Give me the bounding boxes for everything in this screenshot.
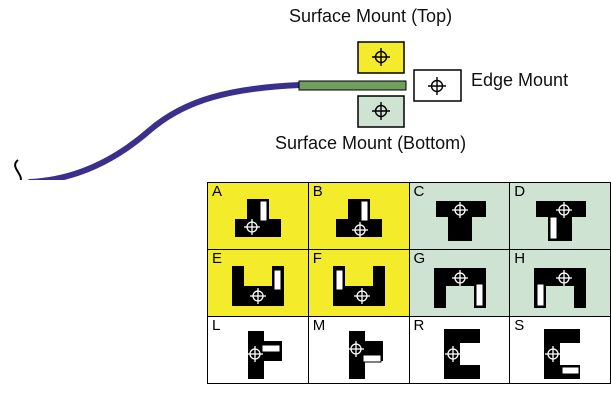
footprint-cell-r: R [408,316,511,384]
footprint-letter: B [312,183,323,200]
surface-mount-bottom-label: Surface Mount (Bottom) [275,133,467,153]
footprint-shape-h [534,268,587,308]
crosshair-icon [545,346,562,362]
footprint-shape-f [332,266,385,306]
footprint-letter: H [514,250,526,267]
grid-row: A B C D [207,182,611,250]
footprint-letter: F [312,250,322,267]
crosshair-icon [556,270,573,286]
footprint-shape-d [536,201,587,241]
top-mount-crosshair-icon [372,48,390,66]
footprint-letter: L [212,317,221,334]
footprint-letter: A [212,183,223,200]
edge-mount-crosshair-icon [428,77,446,95]
footprint-shape-g [433,268,486,308]
crosshair-icon [556,202,573,218]
pcb-board [298,80,407,91]
crosshair-icon [444,346,461,362]
cable-cut-end [14,159,22,180]
footprint-cell-e: E [207,249,309,317]
footprint-shape-c [435,201,486,241]
footprint-shape-l [247,331,282,379]
footprint-cell-c: C [408,182,511,250]
footprint-cell-b: B [307,182,410,250]
footprint-shape-s [544,329,581,379]
footprint-cell-d: D [509,182,611,250]
footprint-cell-s: S [509,316,611,384]
footprint-cell-l: L [207,316,309,384]
edge-mount-label: Edge Mount [471,70,569,90]
footprint-cell-a: A [207,182,309,250]
footprint-shape-a [235,199,281,237]
crosshair-icon [451,270,468,286]
crosshair-icon [351,222,368,238]
footprint-letter: G [413,250,426,267]
grid-row: L M R S [207,316,611,384]
surface-mount-top-label: Surface Mount (Top) [289,6,453,26]
footprint-letter: M [312,317,326,334]
mount-diagram [14,41,462,180]
footprint-letter: E [212,250,223,267]
footprint-letter: C [413,183,425,200]
footprint-shape-r [443,329,480,379]
crosshair-icon [451,202,468,218]
crosshair-icon [244,219,260,235]
footprint-letter: S [514,317,525,334]
footprint-letter: R [413,317,425,334]
footprint-cell-m: M [307,316,410,384]
footprint-shape-e [232,266,284,306]
crosshair-icon [250,288,266,304]
coax-cable [27,82,303,180]
crosshair-icon [353,288,370,304]
bottom-mount-crosshair-icon [372,102,390,120]
footprint-cell-h: H [509,249,611,317]
grid-row: E F G H [207,249,611,317]
footprint-shape-b [335,199,382,238]
footprint-letter: D [514,183,526,200]
footprint-shape-m [347,331,383,379]
footprint-cell-f: F [307,249,410,317]
footprint-grid: A B C D E F G [207,182,611,384]
crosshair-icon [247,346,263,362]
crosshair-icon [347,341,364,357]
footprint-cell-g: G [408,249,511,317]
